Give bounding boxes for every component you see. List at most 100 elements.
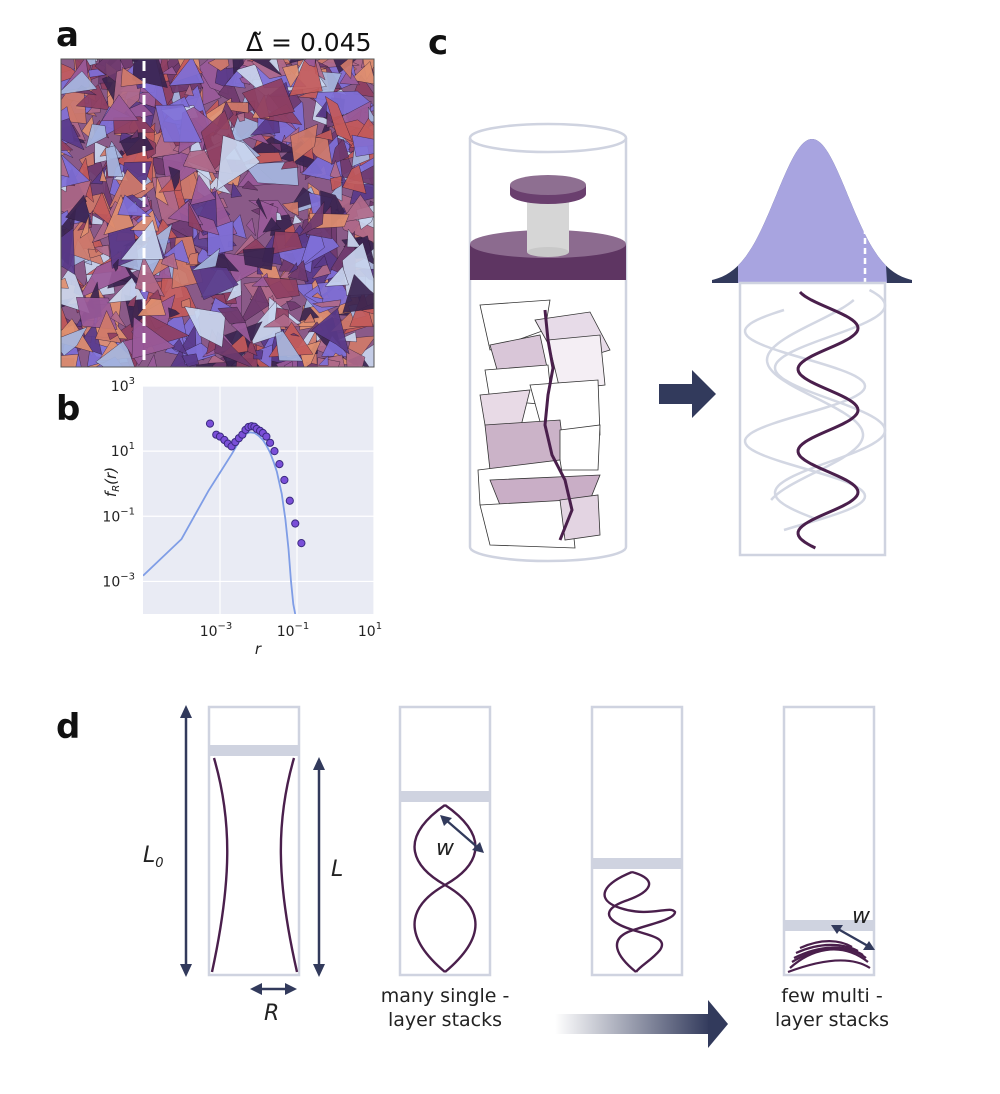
- fragment: [85, 59, 97, 66]
- press-cylinder: [468, 122, 628, 563]
- progression-arrow-head: [708, 1000, 728, 1048]
- w-arrow-1: [440, 815, 484, 853]
- press-piston: [470, 175, 626, 280]
- fragment: [339, 59, 354, 80]
- plot-grid: [143, 385, 375, 614]
- fragment: [79, 215, 89, 239]
- fragment: [75, 84, 111, 111]
- fragment: [230, 365, 235, 367]
- fragment: [271, 231, 303, 255]
- fragment: [289, 332, 300, 337]
- fragment: [120, 219, 164, 261]
- fragment: [284, 361, 293, 367]
- caption-few-line2: layer stacks: [775, 1009, 889, 1031]
- y-tick-label: 101: [111, 441, 135, 460]
- panel-d-letter: d: [56, 707, 80, 747]
- fragment: [236, 112, 246, 122]
- data-point: [265, 438, 275, 447]
- fragment: [276, 211, 283, 221]
- transform-arrow: [659, 370, 716, 418]
- fragment: [207, 59, 230, 72]
- R-arrow: [250, 983, 297, 995]
- fragment: [112, 258, 119, 272]
- fragment: [217, 306, 247, 324]
- fragment: [110, 310, 127, 328]
- fragment: [189, 265, 239, 301]
- fragment: [311, 299, 342, 308]
- panel-b-letter: b: [56, 389, 80, 429]
- fragment: [246, 339, 258, 357]
- fragment: [127, 295, 137, 307]
- data-point: [297, 539, 306, 548]
- fragment: [275, 330, 304, 362]
- fragment: [198, 215, 220, 236]
- fragment: [289, 59, 308, 64]
- fragment: [88, 68, 107, 78]
- L-arrow: [313, 757, 325, 977]
- L0-arrow: [180, 705, 192, 977]
- data-markers: [205, 419, 306, 548]
- data-point: [280, 475, 289, 485]
- ghost-profiles: [743, 288, 887, 532]
- fragment: [101, 94, 139, 122]
- delta-label: Δ̃ = 0.045: [246, 28, 372, 57]
- fragment: [83, 259, 93, 266]
- fragment: [131, 316, 176, 360]
- fragment: [160, 66, 178, 75]
- R-label: R: [264, 1001, 279, 1026]
- L-label: L: [331, 857, 343, 882]
- L0-label: L0: [143, 843, 164, 871]
- fragment: [311, 261, 332, 280]
- fragment: [263, 277, 300, 299]
- fragment: [171, 338, 189, 356]
- fragment: [107, 332, 119, 341]
- fragment: [256, 265, 264, 275]
- fragment: [292, 214, 303, 225]
- fragment: [268, 59, 281, 75]
- data-point: [262, 432, 271, 441]
- plot-background: [143, 386, 374, 614]
- fragment: [147, 353, 157, 367]
- fragment: [163, 239, 191, 264]
- fragment: [61, 139, 74, 151]
- w-label-1: w: [436, 836, 455, 861]
- fragment: [61, 70, 98, 95]
- y-tick-label: 10−3: [102, 571, 135, 590]
- y-axis-label: fR(r): [102, 467, 122, 497]
- fragment: [94, 59, 122, 87]
- fragment: [281, 201, 299, 217]
- fragment: [61, 154, 91, 188]
- fragment: [351, 134, 374, 157]
- fragment: [350, 61, 374, 85]
- x-axis-label: r: [255, 640, 262, 658]
- fragment: [269, 142, 282, 152]
- fragment: [191, 247, 221, 271]
- fragment: [315, 100, 327, 119]
- fragment: [287, 262, 298, 275]
- caption-many-line2: layer stacks: [388, 1009, 502, 1031]
- fragment: [155, 104, 203, 143]
- fragment: [61, 353, 79, 367]
- fragment: [105, 145, 123, 177]
- ghost-wave: [765, 299, 865, 501]
- data-point: [270, 447, 279, 456]
- fragment: [188, 203, 204, 233]
- panel-a-letter: a: [56, 15, 79, 55]
- fragment: [311, 307, 350, 355]
- fragment: [190, 174, 217, 206]
- column-frame-3: [590, 705, 684, 977]
- fragment: [61, 326, 88, 357]
- column-frame-1: [207, 705, 301, 977]
- fragment: [120, 67, 147, 87]
- fragment: [168, 59, 205, 86]
- progression-arrow-shaft: [555, 1014, 710, 1034]
- fragment: [249, 119, 280, 136]
- sheet-profile: [796, 290, 860, 550]
- column-frame-4: [782, 705, 876, 977]
- fragment: [230, 181, 243, 198]
- column-frame: [738, 281, 887, 557]
- fragment: [346, 228, 361, 248]
- fragment: [298, 200, 325, 237]
- fragment: [117, 194, 152, 217]
